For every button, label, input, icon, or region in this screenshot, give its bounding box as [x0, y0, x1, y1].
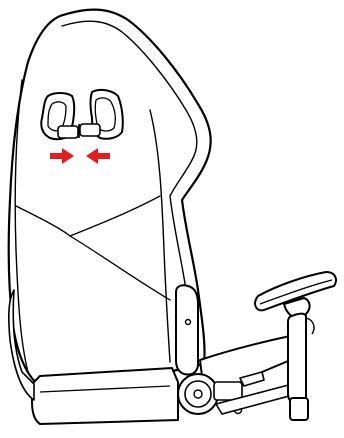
mechanism-bracket	[214, 382, 242, 400]
seat-rear-panel	[32, 368, 178, 424]
right-armrest-base-cap	[290, 398, 308, 420]
left-strap-buckle	[58, 126, 78, 138]
left-armrest-post	[176, 285, 198, 374]
right-strap-buckle	[80, 124, 100, 136]
left-armrest-knob	[186, 320, 191, 325]
left-armrest	[176, 285, 198, 374]
recline-knob-hub	[194, 390, 202, 398]
right-armrest-clip	[306, 318, 314, 334]
right-armrest-post	[288, 314, 306, 405]
